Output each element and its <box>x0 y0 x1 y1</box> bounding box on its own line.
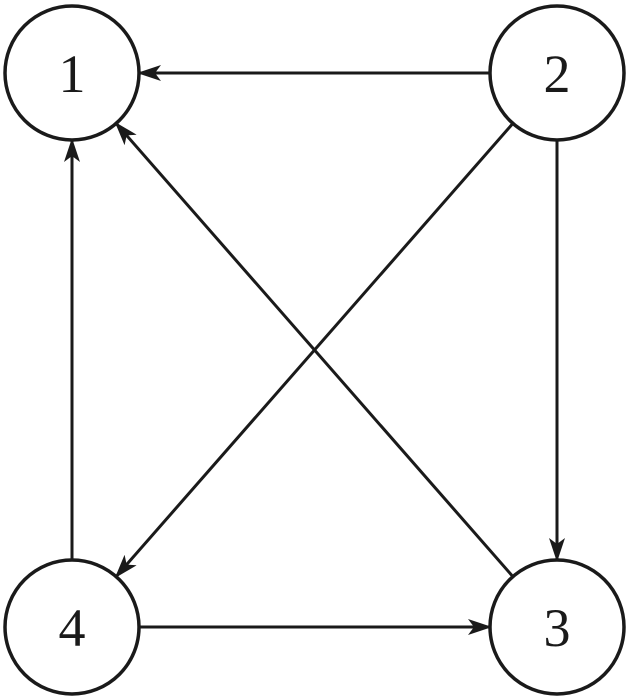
node-circle-1 <box>3 4 141 142</box>
node-circle-2 <box>488 4 626 142</box>
nodes-layer: 1 2 3 4 <box>3 4 626 696</box>
node-label-2: 2 <box>544 44 571 104</box>
node-3: 3 <box>488 558 626 696</box>
node-label-4: 4 <box>59 598 86 658</box>
node-label-3: 3 <box>544 598 571 658</box>
node-1: 1 <box>3 4 141 142</box>
node-4: 4 <box>3 558 141 696</box>
edge-3-to-1 <box>114 121 515 578</box>
node-label-1: 1 <box>59 44 86 104</box>
node-circle-4 <box>3 558 141 696</box>
node-2: 2 <box>488 4 626 142</box>
node-circle-3 <box>488 558 626 696</box>
edges-layer <box>64 65 565 635</box>
